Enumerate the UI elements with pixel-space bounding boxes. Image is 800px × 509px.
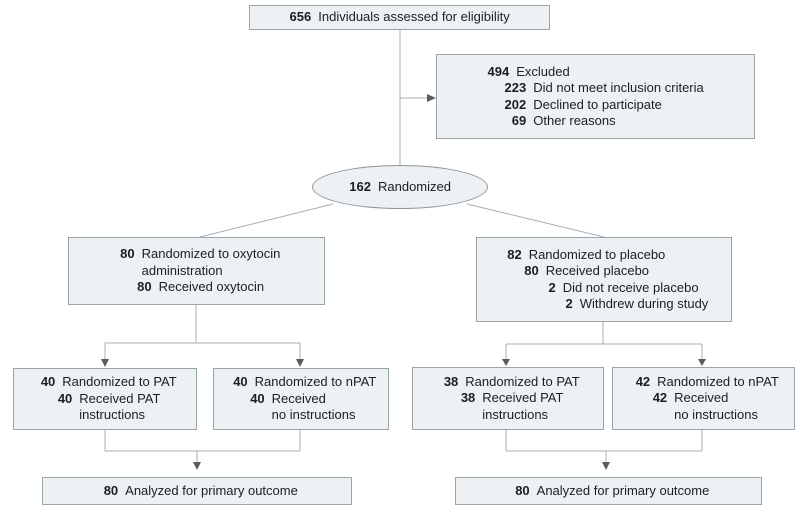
- flow-line: 80 Analyzed for primary outcome: [96, 483, 298, 500]
- count: 69: [511, 113, 527, 128]
- eligibility-content: 656 Individuals assessed for eligibility: [289, 9, 510, 26]
- eligibility-box: 656 Individuals assessed for eligibility: [249, 5, 550, 30]
- count: 202: [504, 96, 527, 112]
- flow-line: 40 Randomized to PAT: [33, 374, 177, 391]
- placebo-pat-box: 38 Randomized to PAT 38 Received PAT ins…: [412, 367, 604, 430]
- excluded-content: 494 Excluded 223 Did not meet inclusion …: [487, 64, 704, 130]
- count: 38: [460, 390, 476, 406]
- count: 82: [507, 246, 522, 262]
- flow-line: 223 Did not meet inclusion criteria: [487, 80, 704, 97]
- count: 40: [40, 374, 56, 390]
- arrow-down-icon: [602, 462, 610, 470]
- excluded-box: 494 Excluded 223 Did not meet inclusion …: [436, 54, 755, 139]
- placebo-outcome-box: 80 Analyzed for primary outcome: [455, 477, 762, 505]
- flow-line: 162 Randomized: [349, 179, 451, 196]
- label: Randomized to PAT: [465, 373, 580, 389]
- flow-line: 82 Randomized to placebo: [500, 247, 709, 264]
- count: 2: [548, 279, 556, 295]
- count: 40: [233, 374, 248, 390]
- arrow-down-icon: [193, 462, 201, 470]
- label: Excluded: [516, 63, 570, 79]
- flow-line: 202 Declined to participate: [487, 97, 704, 114]
- flow-line: 69 Other reasons: [487, 113, 704, 130]
- count: 494: [487, 63, 510, 79]
- count: 162: [349, 178, 371, 194]
- label: Declined to participate: [533, 96, 662, 112]
- label: Received PAT instructions: [482, 390, 564, 422]
- oxytocin-outcome-box: 80 Analyzed for primary outcome: [42, 477, 352, 505]
- flow-line: 2 Did not receive placebo: [500, 280, 709, 297]
- label: Analyzed for primary outcome: [125, 482, 298, 498]
- placebo-arm-box: 82 Randomized to placebo 80 Received pla…: [476, 237, 732, 322]
- placebo-pat-content: 38 Randomized to PAT 38 Received PAT ins…: [436, 373, 580, 424]
- placebo-npat-content: 42 Randomized to nPAT 42 Received no ins…: [628, 374, 779, 424]
- count: 80: [137, 279, 152, 295]
- arrow-down-icon: [698, 359, 706, 366]
- count: 42: [635, 373, 651, 389]
- count: 223: [504, 80, 527, 95]
- arrow-down-icon: [502, 359, 510, 366]
- label: Analyzed for primary outcome: [536, 482, 710, 498]
- flow-line: 38 Randomized to PAT: [436, 373, 580, 391]
- count: 38: [443, 373, 459, 389]
- oxytocin-npat-box: 40 Randomized to nPAT 40 Received no ins…: [213, 368, 389, 430]
- oxytocin-arm-content: 80 Randomized to oxytocin administration…: [113, 246, 281, 296]
- oxytocin-arm-box: 80 Randomized to oxytocin administration…: [68, 237, 325, 305]
- label: Randomized to nPAT: [657, 373, 779, 389]
- count: 80: [524, 263, 539, 278]
- oxytocin-outcome-content: 80 Analyzed for primary outcome: [96, 483, 298, 500]
- label: Randomized to nPAT: [254, 374, 377, 390]
- flow-line: 40 Received PAT instructions: [33, 391, 176, 424]
- count: 656: [289, 9, 312, 25]
- arrow-down-icon: [296, 359, 304, 367]
- label: Received no instructions: [674, 390, 758, 422]
- count: 2: [565, 296, 573, 311]
- count: 80: [120, 246, 135, 262]
- label: Withdrew during study: [579, 296, 709, 311]
- oxytocin-pat-box: 40 Randomized to PAT 40 Received PAT ins…: [13, 368, 197, 430]
- placebo-arm-content: 82 Randomized to placebo 80 Received pla…: [500, 247, 709, 313]
- flow-line: 38 Received PAT instructions: [436, 390, 579, 423]
- oxytocin-npat-content: 40 Randomized to nPAT 40 Received no ins…: [226, 374, 377, 424]
- randomized-ellipse: 162 Randomized: [312, 165, 488, 209]
- count: 42: [652, 390, 668, 406]
- label: Did not meet inclusion criteria: [533, 80, 704, 95]
- flow-line: 40 Received no instructions: [226, 391, 377, 424]
- label: Randomized: [378, 178, 451, 194]
- count: 80: [515, 482, 530, 498]
- count: 40: [250, 390, 265, 406]
- flow-line: 2 Withdrew during study: [500, 296, 709, 313]
- label: Other reasons: [533, 113, 616, 128]
- placebo-npat-box: 42 Randomized to nPAT 42 Received no ins…: [612, 367, 795, 430]
- flow-line: 42 Received no instructions: [628, 390, 779, 423]
- flow-line: 80 Received placebo: [500, 263, 709, 280]
- placebo-outcome-content: 80 Analyzed for primary outcome: [508, 482, 710, 500]
- flow-line: 42 Randomized to nPAT: [628, 374, 779, 391]
- label: Received PAT instructions: [79, 390, 161, 423]
- flow-line: 40 Randomized to nPAT: [226, 374, 377, 391]
- label: Received oxytocin: [158, 279, 265, 295]
- arrow-right-icon: [427, 94, 436, 102]
- flow-line: 80 Received oxytocin: [113, 279, 281, 296]
- flow-line: 80 Analyzed for primary outcome: [508, 482, 710, 500]
- label: Received placebo: [545, 263, 650, 278]
- flow-line: 80 Randomized to oxytocin administration: [113, 246, 281, 279]
- count: 40: [57, 390, 73, 406]
- randomized-content: 162 Randomized: [349, 179, 451, 196]
- flow-line: 656 Individuals assessed for eligibility: [289, 9, 510, 26]
- label: Randomized to oxytocin administration: [141, 246, 281, 278]
- label: Received no instructions: [271, 390, 356, 423]
- arrow-down-icon: [101, 359, 109, 367]
- label: Randomized to PAT: [62, 374, 177, 390]
- label: Randomized to placebo: [528, 246, 666, 262]
- label: Individuals assessed for eligibility: [318, 9, 510, 25]
- flow-line: 494 Excluded: [487, 64, 704, 81]
- label: Did not receive placebo: [562, 279, 699, 295]
- count: 80: [103, 482, 119, 498]
- oxytocin-pat-content: 40 Randomized to PAT 40 Received PAT ins…: [33, 374, 177, 424]
